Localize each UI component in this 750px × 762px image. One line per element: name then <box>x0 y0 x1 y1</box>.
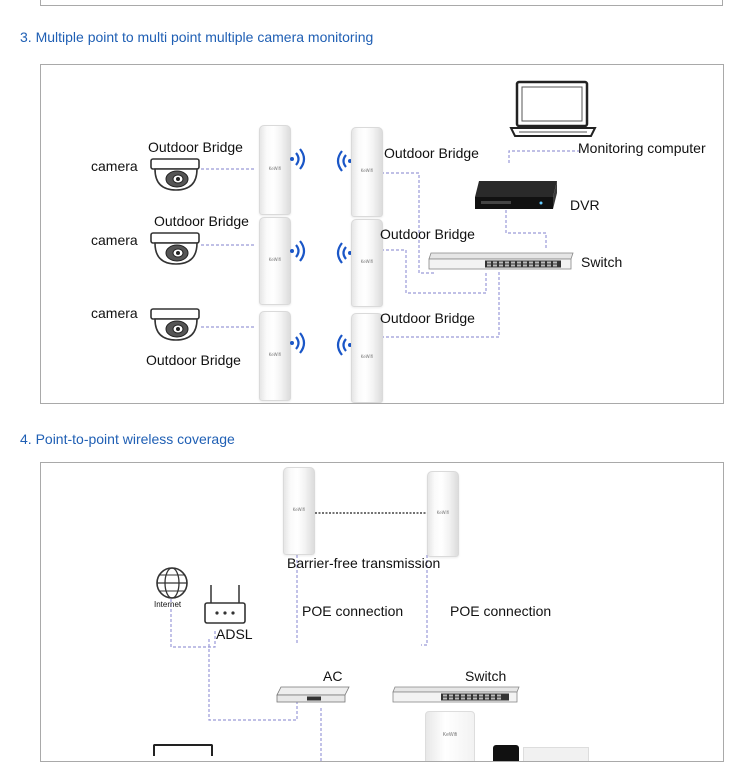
router-icon <box>204 585 246 624</box>
bridge-brand: KeWifi <box>360 353 374 359</box>
outdoor-bridge-b: KeWifi <box>427 471 459 557</box>
cable-adsl-ac <box>208 639 298 721</box>
dome-camera-icon <box>150 158 200 191</box>
outdoor-bridge-a: KeWifi <box>283 467 315 555</box>
left-bridge-label-2: Outdoor Bridge <box>154 213 249 229</box>
outdoor-bridge-right-3: KeWifi <box>351 313 383 403</box>
cable-lines <box>201 150 579 338</box>
bridge-brand: KeWifi <box>292 506 306 512</box>
left-bridge-label-1: Outdoor Bridge <box>148 139 243 155</box>
outdoor-bridge-right-1: KeWifi <box>351 127 383 217</box>
bridge-brand: KeWifi <box>268 351 282 357</box>
wifi-signal-right-icon <box>290 148 306 170</box>
internet-label: Internet <box>154 600 182 609</box>
dvr-label: DVR <box>570 197 600 213</box>
bridge-brand: KeWifi <box>268 256 282 262</box>
switch-label: Switch <box>581 254 623 270</box>
wifi-signal-left-icon <box>336 150 352 172</box>
right-bridge-label-1: Outdoor Bridge <box>384 145 479 161</box>
cable-bridge2-switch <box>381 249 487 294</box>
network-switch-icon <box>428 252 574 270</box>
poe-left-label: POE connection <box>302 603 404 619</box>
adsl-label: ADSL <box>216 626 253 642</box>
outdoor-bridge-right-2: KeWifi <box>351 219 383 307</box>
outdoor-bridge-left-1: KeWifi <box>259 125 291 215</box>
dvr-recorder-icon <box>475 181 557 209</box>
right-bridge-label-2: Outdoor Bridge <box>380 226 475 242</box>
wifi-signal-left-icon <box>336 242 352 264</box>
bridge-brand: KeWifi <box>436 509 450 515</box>
camera-label-3: camera <box>91 305 138 321</box>
right-bridge-label-3: Outdoor Bridge <box>380 310 475 326</box>
device-brand: KeWifi <box>442 732 458 738</box>
transmission-label: Barrier-free transmission <box>287 555 441 571</box>
wifi-signal-right-icon <box>290 240 306 262</box>
globe-icon <box>156 567 188 599</box>
phone-icon <box>493 745 519 761</box>
poe-right-label: POE connection <box>450 603 552 619</box>
section-3-title: 3. Multiple point to multi point multipl… <box>20 29 374 45</box>
ac-controller-icon <box>276 686 350 703</box>
point-to-point-diagram: KeWifi KeWifi Barrier-free transmission … <box>40 462 724 762</box>
cable-bridge3-switch <box>381 271 500 338</box>
network-switch-icon <box>392 686 520 703</box>
wifi-signal-right-icon <box>290 332 306 354</box>
laptop-icon <box>509 80 597 137</box>
wifi-signal-left-icon <box>336 334 352 356</box>
access-point-device: KeWifi <box>425 711 475 761</box>
bridge-brand: KeWifi <box>268 165 282 171</box>
multipoint-camera-diagram: Monitoring computer DVR Switch camera Ou… <box>40 64 724 404</box>
left-bridge-label-3: Outdoor Bridge <box>146 352 241 368</box>
cable-bridge-switch <box>421 555 428 646</box>
monitoring-computer-label: Monitoring computer <box>578 140 706 156</box>
keyboard-icon <box>523 747 589 761</box>
cable-internet-adsl <box>170 599 216 648</box>
camera-label-2: camera <box>91 232 138 248</box>
cable-computer-dvr <box>508 150 579 163</box>
cable-dvr-switch <box>505 210 547 248</box>
bridge-brand: KeWifi <box>360 258 374 264</box>
dome-camera-icon <box>150 308 200 341</box>
outdoor-bridge-left-2: KeWifi <box>259 217 291 305</box>
previous-section-frame <box>40 0 723 6</box>
camera-label-1: camera <box>91 158 138 174</box>
dome-camera-icon <box>150 232 200 265</box>
ac-label: AC <box>323 668 343 684</box>
bridge-brand: KeWifi <box>360 167 374 173</box>
outdoor-bridge-left-3: KeWifi <box>259 311 291 401</box>
section-4-title: 4. Point-to-point wireless coverage <box>20 431 235 447</box>
switch-label: Switch <box>465 668 507 684</box>
monitor-icon <box>153 744 213 756</box>
cable-bridge1-switch <box>381 172 436 274</box>
